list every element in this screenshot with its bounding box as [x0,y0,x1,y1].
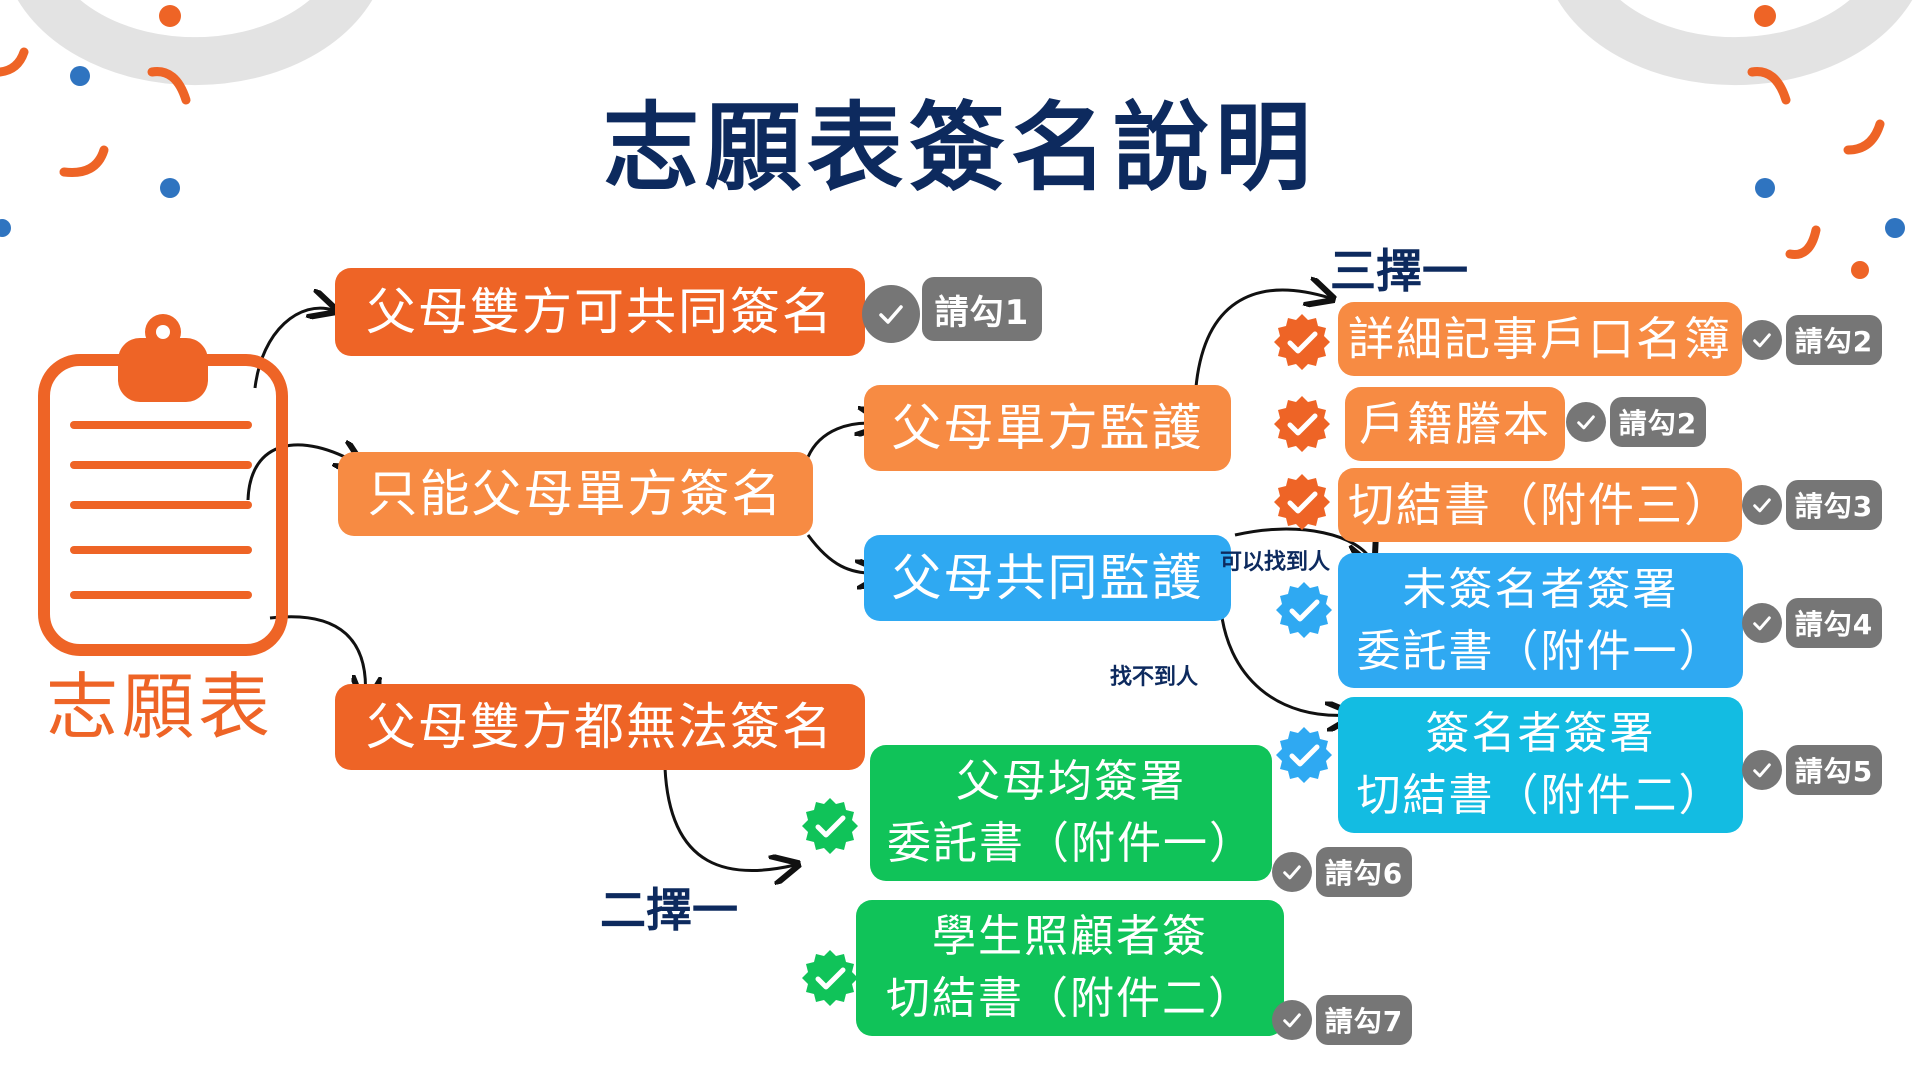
signer-affidavit-line1: 簽名者簽署 [1425,708,1656,759]
check-label-5: 請勾5 [1786,745,1882,795]
arrow-to-choose-two [663,767,795,871]
check-icon [1742,485,1782,525]
parents-proxy-line1: 父母均簽署 [956,756,1186,807]
check-label-2b: 請勾2 [1610,397,1706,447]
check-label-7: 請勾7 [1316,995,1412,1045]
affidavit-3-box: 切結書（附件三） [1338,468,1742,542]
both-parents-box: 父母雙方可共同簽名 [335,268,865,356]
reachable-label: 可以找到人 [1220,550,1331,575]
signer-affidavit-line2: 切結書（附件二） [1356,770,1725,821]
check-icon [1272,852,1312,892]
unsigned-proxy-box: 未簽名者簽署 委託書（附件一） [1338,553,1743,688]
neither-parent-box: 父母雙方都無法簽名 [335,684,865,770]
badge-check-icon [802,950,858,1006]
parents-proxy-box: 父母均簽署 委託書（附件一） [870,745,1272,881]
single-parent-only-box: 只能父母單方簽名 [338,452,813,536]
arrow-to-signer [1218,599,1350,715]
choose-one-of-two-label: 二擇一 [600,883,738,937]
check-icon [862,285,920,343]
signer-affidavit-box: 簽名者簽署 切結書（附件二） [1338,697,1743,833]
clipboard-icon [38,314,288,656]
badge-check-icon [1274,474,1330,530]
parents-proxy-line2: 委託書（附件一） [887,818,1255,869]
single-custody-box: 父母單方監護 [864,385,1231,471]
badge-check-icon [802,798,858,854]
badge-check-icon [1276,582,1332,638]
page-title: 志願表簽名說明 [603,92,1317,204]
check-icon [1566,402,1606,442]
choose-one-of-three-label: 三擇一 [1330,244,1468,298]
arrow-to-choose-three [1193,290,1330,401]
caregiver-affidavit-line2: 切結書（附件二） [886,973,1254,1024]
arrow-to-both-parents [253,308,333,389]
unsigned-proxy-line1: 未簽名者簽署 [1402,563,1679,615]
check-label-6: 請勾6 [1316,847,1412,897]
unsigned-proxy-line2: 委託書（附件一） [1356,625,1725,677]
check-label-4: 請勾4 [1786,598,1882,648]
badge-check-icon [1276,727,1332,783]
badge-check-icon [1274,314,1330,370]
check-icon [1742,750,1782,790]
caregiver-affidavit-box: 學生照顧者簽 切結書（附件二） [856,900,1284,1036]
arrow-to-neither-parent [269,615,366,700]
check-icon [1742,603,1782,643]
check-label-1: 請勾1 [922,277,1042,341]
unreachable-label: 找不到人 [1110,665,1199,690]
check-icon [1272,1000,1312,1040]
volunteer-form-label: 志願表 [45,665,274,749]
badge-check-icon [1274,396,1330,452]
check-label-2a: 請勾2 [1786,315,1882,365]
check-label-3: 請勾3 [1786,480,1882,530]
caregiver-affidavit-line1: 學生照顧者簽 [932,911,1208,962]
household-transcript-box: 戶籍謄本 [1345,387,1565,461]
household-register-detail-box: 詳細記事戶口名簿 [1338,302,1742,376]
joint-custody-box: 父母共同監護 [864,535,1231,621]
check-icon [1742,320,1782,360]
